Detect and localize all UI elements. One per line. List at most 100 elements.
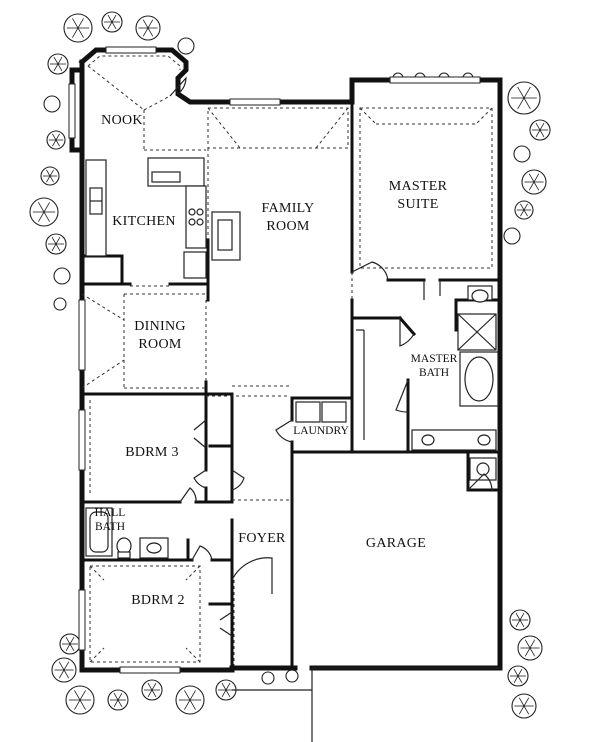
shrub-branch xyxy=(63,669,70,679)
shrub-branch xyxy=(77,18,84,29)
label-master-suite-line1: MASTER xyxy=(389,179,448,194)
shrub-branch xyxy=(142,27,149,37)
shrub-branch xyxy=(65,636,71,645)
shrub-branch xyxy=(111,21,117,30)
shrub-branch xyxy=(533,173,540,183)
shrub xyxy=(43,95,61,113)
shrub-branch xyxy=(51,236,57,245)
shrub-branch xyxy=(528,181,535,191)
windows xyxy=(68,46,481,674)
room-labels: NOOK KITCHEN FAMILY ROOM MASTER SUITE DI… xyxy=(95,113,458,608)
shrub xyxy=(53,267,71,285)
label-family-line1: FAMILY xyxy=(261,201,314,216)
shrub xyxy=(53,297,67,311)
label-master-bath-line1: MASTER xyxy=(411,353,458,365)
shrub-branch xyxy=(46,169,51,177)
label-master-bath-line2: BATH xyxy=(419,367,449,379)
laundry-fixtures xyxy=(295,401,347,423)
label-kitchen: KITCHEN xyxy=(112,214,176,229)
shrub-branch xyxy=(72,27,79,38)
shrub-branch xyxy=(221,689,227,698)
label-hall-bath-line2: BATH xyxy=(95,521,125,533)
shrub-branch xyxy=(518,705,525,715)
shrub-branch xyxy=(63,661,70,671)
shrub-branch xyxy=(111,14,117,23)
label-laundry: LAUNDRY xyxy=(293,425,349,437)
doors xyxy=(169,76,500,742)
shrub-branch xyxy=(151,682,157,691)
interior-walls xyxy=(80,100,502,670)
shrub-branch xyxy=(517,675,523,684)
shrub-branch xyxy=(57,56,63,65)
shrub-branch xyxy=(38,211,45,222)
shrub-branch xyxy=(535,122,541,131)
shrub-branch xyxy=(55,139,60,147)
shrub-branch xyxy=(515,612,521,621)
shrub-branch xyxy=(53,56,59,65)
shrub-branch xyxy=(52,139,57,147)
shrub-branch xyxy=(57,63,63,72)
shrub-branch xyxy=(53,63,59,72)
shrub-branch xyxy=(79,690,86,701)
shrub-branch xyxy=(55,133,60,141)
label-family-line2: ROOM xyxy=(266,219,309,234)
shrub-branch xyxy=(43,211,50,222)
ceiling-lines xyxy=(81,55,493,666)
shrub-branch xyxy=(539,129,545,138)
label-bdrm3: BDRM 3 xyxy=(125,445,179,460)
shrub-branch xyxy=(523,97,531,110)
shrub-branch xyxy=(184,699,191,710)
shrub-branch xyxy=(77,27,84,38)
shrub-branch xyxy=(55,236,61,245)
shrub xyxy=(513,145,531,163)
shrub-branch xyxy=(225,689,231,698)
shrub-branch xyxy=(52,133,57,141)
shrub-branch xyxy=(539,122,545,131)
shrub-branch xyxy=(517,668,523,677)
shrub-branch xyxy=(107,21,113,30)
shrub xyxy=(261,671,275,685)
shrub-branch xyxy=(515,619,521,628)
shrub-branch xyxy=(72,18,79,29)
shrub-branch xyxy=(517,97,525,110)
shrub-branch xyxy=(147,682,153,691)
shrub-branch xyxy=(113,699,119,708)
shrub-branch xyxy=(189,690,196,701)
shrub-branch xyxy=(189,699,196,710)
shrub-branch xyxy=(151,689,157,698)
shrub-branch xyxy=(520,203,525,211)
shrub-branch xyxy=(58,661,65,671)
shrub-branch xyxy=(107,14,113,23)
master-bath-fixtures xyxy=(356,285,499,481)
shrub-branch xyxy=(184,690,191,701)
shrub-branch xyxy=(529,647,536,657)
label-garage: GARAGE xyxy=(366,536,426,551)
shrub-branch xyxy=(529,639,536,649)
shrub-branch xyxy=(51,243,57,252)
shrub-branch xyxy=(221,682,227,691)
label-master-suite-line2: SUITE xyxy=(397,197,438,212)
shrub-branch xyxy=(46,175,51,183)
shrub-branch xyxy=(523,203,528,211)
shrub-branch xyxy=(69,636,75,645)
landscaping xyxy=(29,11,551,719)
shrub-branch xyxy=(524,647,531,657)
shrub xyxy=(177,37,195,55)
shrub-branch xyxy=(523,705,530,715)
kitchen-fixtures xyxy=(85,157,241,279)
shrub-branch xyxy=(519,619,525,628)
shrub-branch xyxy=(69,643,75,652)
label-nook: NOOK xyxy=(101,113,143,128)
shrub-branch xyxy=(49,175,54,183)
shrub-branch xyxy=(79,699,86,710)
label-bdrm2: BDRM 2 xyxy=(131,593,185,608)
shrub-branch xyxy=(38,202,45,213)
label-hall-bath-line1: HALL xyxy=(95,507,126,519)
shrub-branch xyxy=(523,209,528,217)
shrub-branch xyxy=(117,699,123,708)
shrub-branch xyxy=(74,699,81,710)
shrub-branch xyxy=(65,643,71,652)
shrub-branch xyxy=(513,668,519,677)
shrub-branch xyxy=(147,27,154,37)
